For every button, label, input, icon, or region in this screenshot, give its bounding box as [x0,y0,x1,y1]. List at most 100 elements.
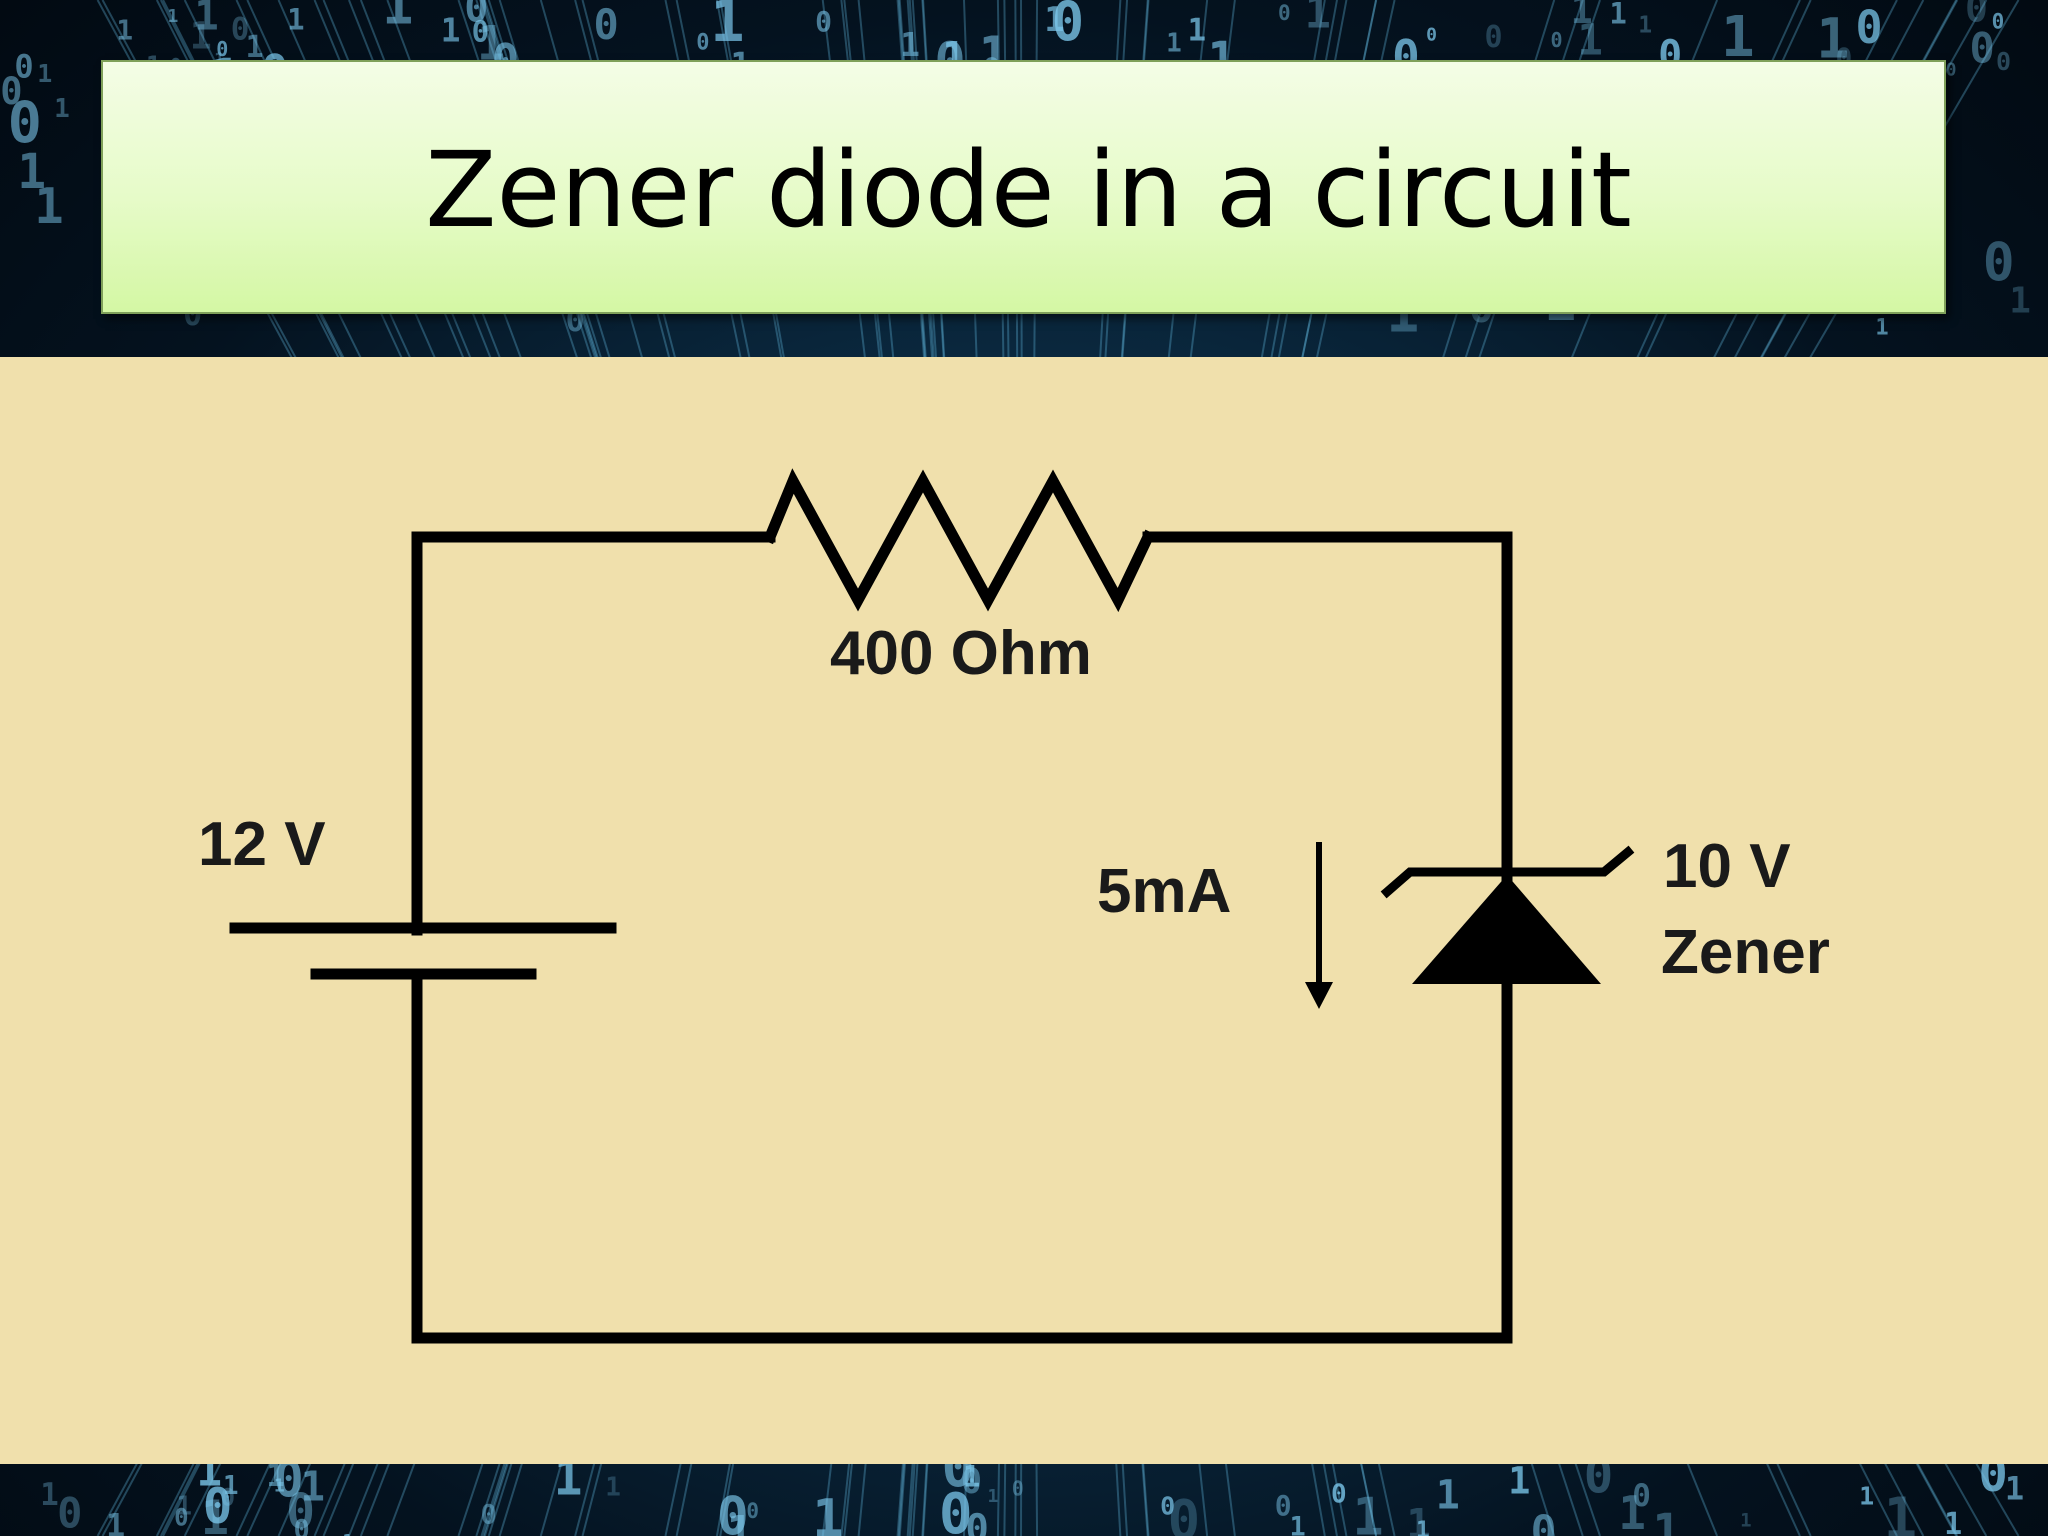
background-binary-glyph: 0 [1426,24,1437,45]
background-binary-glyph: 0 [1275,1489,1292,1522]
current-arrow-head [1305,982,1333,1009]
background-binary-glyph: 0 [1012,1476,1024,1500]
background-binary-glyph: 1 [1721,5,1755,70]
background-binary-glyph: 0 [57,1489,82,1536]
background-binary-glyph: 0 [1992,10,2005,34]
background-binary-glyph: 1 [605,1473,621,1503]
background-binary-glyph: 1 [342,1531,353,1536]
background-binary-glyph: 1 [37,59,52,88]
background-binary-glyph: 1 [1609,0,1626,30]
background-binary-glyph: 1 [34,178,64,235]
background-binary-glyph: 1 [1188,13,1207,49]
background-binary-glyph: 1 [382,0,413,37]
background-binary-glyph: 0 [1278,1,1291,25]
background-binary-glyph: 1 [190,14,212,57]
background-binary-glyph: 0 [1983,232,2015,293]
wire-top-left [411,531,776,936]
background-binary-glyph: 0 [1946,59,1957,80]
background-binary-glyph: 1 [988,1486,999,1507]
wire-bottom [411,963,1513,1344]
background-binary-glyph: 0 [231,12,250,48]
background-binary-glyph: 1 [963,1460,980,1494]
background-binary-glyph: 0 [14,47,33,85]
background-binary-glyph: 1 [287,2,304,36]
background-binary-glyph: 1 [194,0,219,40]
zener-cathode-bar [1380,845,1635,899]
resistor-symbol [762,468,1156,613]
background-binary-glyph: 1 [1883,1487,1917,1536]
background-binary-glyph: 0 [174,1503,188,1531]
background-binary-glyph: 1 [201,1491,229,1536]
background-binary-glyph: 0 [8,90,42,156]
background-binary-glyph: 1 [106,1506,125,1536]
background-binary-glyph: 0 [1531,1507,1557,1536]
background-binary-glyph: 0 [472,14,489,48]
current-label: 5mA [1097,857,1231,926]
background-binary-glyph: 0 [203,1478,233,1535]
background-binary-glyph: 0 [216,37,228,61]
background-binary-glyph: 1 [266,1458,285,1494]
background-binary-glyph: 0 [221,1483,235,1511]
background-binary-glyph: 1 [2009,281,2031,322]
background-binary-glyph: 1 [1508,1459,1530,1502]
background-binary-glyph: 1 [1289,1512,1305,1536]
background-binary-glyph: 0 [464,0,488,31]
background-binary-glyph: 0 [0,70,22,113]
background-binary-glyph: 0 [594,0,619,49]
wire-top-right [1142,531,1513,883]
background-binary-glyph: 1 [223,1471,239,1501]
background-binary-glyph: 0 [1996,47,2011,76]
background-binary-glyph: 0 [961,1462,982,1502]
background-binary-glyph: 1 [300,1462,325,1510]
resistor-label: 400 Ohm [830,619,1092,688]
background-binary-glyph: 1 [246,30,264,65]
title-banner: Zener diode in a circuit [101,60,1946,314]
background-binary-glyph: 0 [1485,20,1503,55]
background-binary-glyph: 1 [1557,1532,1573,1536]
background-binary-glyph: 1 [1859,1481,1874,1510]
background-binary-glyph: 1 [1652,1504,1681,1536]
background-binary-glyph: 0 [1632,1478,1651,1514]
zener-diode-triangle [1412,875,1601,984]
background-binary-glyph: 1 [1044,0,1064,40]
background-binary-glyph: 0 [1331,1480,1347,1510]
background-binary-glyph: 1 [40,1477,59,1513]
background-binary-glyph: 0 [965,1507,988,1536]
circuit-diagram: 400 Ohm 12 V 5mA 10 V Zener [198,468,1830,1344]
background-binary-glyph: 1 [441,10,461,49]
background-binary-glyph: 1 [1436,1472,1460,1518]
background-binary-glyph: 0 [1969,24,1994,73]
background-binary-glyph: 0 [696,30,709,55]
background-binary-glyph: 1 [1352,1488,1383,1536]
background-binary-glyph: 1 [1416,1517,1430,1536]
background-binary-glyph: 1 [54,94,70,124]
source-voltage-label: 12 V [198,810,326,879]
circuit-diagram-panel: 400 Ohm 12 V 5mA 10 V Zener [0,357,2048,1464]
background-binary-glyph: 0 [1052,0,1085,53]
background-binary-glyph: 1 [1305,0,1332,38]
background-binary-glyph: 1 [1570,0,1592,32]
background-binary-glyph: 0 [717,1486,749,1536]
background-binary-glyph: 0 [480,1500,496,1531]
zener-voltage-label: 10 V [1663,832,1791,901]
background-binary-glyph: 1 [274,1476,285,1497]
background-binary-glyph: 1 [176,1491,192,1521]
background-binary-glyph: 1 [2005,1470,2024,1508]
background-binary-glyph: 1 [710,0,744,55]
background-binary-glyph: 1 [1166,28,1182,58]
background-binary-glyph: 1 [1638,13,1652,39]
zener-type-label: Zener [1661,918,1830,987]
background-binary-glyph: 0 [1855,1,1882,54]
background-binary-glyph: 0 [746,1499,759,1523]
background-binary-glyph: 1 [727,1507,754,1536]
background-binary-glyph: 0 [294,1514,310,1536]
background-binary-glyph: 1 [1618,1486,1646,1536]
background-binary-glyph: 1 [17,144,46,200]
background-binary-glyph: 0 [1160,1492,1175,1521]
background-binary-glyph: 1 [116,14,133,47]
background-binary-glyph: 0 [1168,1488,1201,1536]
background-binary-glyph: 1 [1577,16,1603,66]
background-binary-glyph: 1 [1875,316,1888,341]
background-binary-glyph: 0 [939,1482,973,1536]
